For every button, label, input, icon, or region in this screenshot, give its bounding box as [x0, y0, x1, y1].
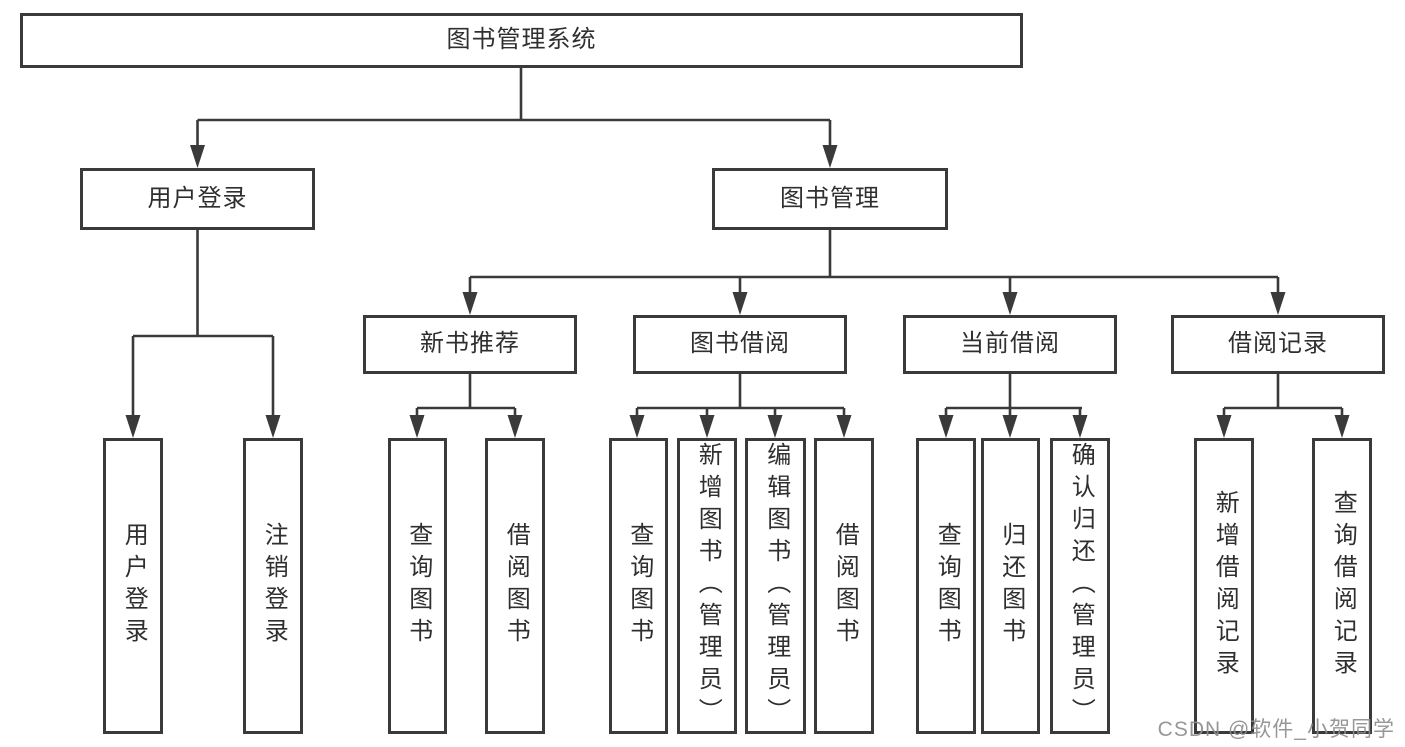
leaf-borrow-add-admin-label: 新增图书（管理员）	[694, 442, 722, 730]
leaf-current-query: 查询图书	[916, 438, 976, 734]
leaf-borrow-query-label: 查询图书	[625, 522, 653, 650]
leaf-newbook-query-label: 查询图书	[404, 522, 432, 650]
leaf-records-query-label: 查询借阅记录	[1329, 490, 1357, 682]
leaf-newbook-query: 查询图书	[388, 438, 447, 734]
leaf-current-confirm-admin-label: 确认归还（管理员）	[1067, 442, 1095, 730]
leaf-logout-label: 注销登录	[260, 522, 288, 650]
leaf-borrow-query: 查询图书	[609, 438, 668, 734]
node-book-borrow: 图书借阅	[633, 315, 847, 374]
leaf-newbook-borrow-label: 借阅图书	[502, 522, 530, 650]
leaf-logout: 注销登录	[243, 438, 303, 734]
node-root-label: 图书管理系统	[446, 26, 597, 54]
leaf-borrow-borrow-label: 借阅图书	[831, 522, 859, 650]
leaf-newbook-borrow: 借阅图书	[485, 438, 545, 734]
leaf-current-return: 归还图书	[981, 438, 1040, 734]
node-new-book-recommend: 新书推荐	[363, 315, 577, 374]
node-new-book-recommend-label: 新书推荐	[420, 330, 520, 358]
leaf-user-login: 用户登录	[103, 438, 163, 734]
leaf-records-add: 新增借阅记录	[1194, 438, 1254, 734]
leaf-borrow-add-admin: 新增图书（管理员）	[677, 438, 737, 734]
leaf-records-query: 查询借阅记录	[1312, 438, 1372, 734]
node-borrow-records-label: 借阅记录	[1228, 330, 1328, 358]
node-user-login: 用户登录	[80, 168, 315, 230]
node-user-login-label: 用户登录	[147, 184, 248, 212]
node-current-borrow-label: 当前借阅	[960, 330, 1060, 358]
node-book-borrow-label: 图书借阅	[690, 330, 790, 358]
node-borrow-records: 借阅记录	[1171, 315, 1385, 374]
node-current-borrow: 当前借阅	[903, 315, 1117, 374]
leaf-borrow-edit-admin: 编辑图书（管理员）	[745, 438, 806, 734]
leaf-borrow-borrow: 借阅图书	[814, 438, 874, 734]
node-book-management: 图书管理	[712, 168, 948, 230]
node-root: 图书管理系统	[20, 13, 1023, 68]
node-book-management-label: 图书管理	[780, 184, 880, 212]
watermark: CSDN @软件_小贺同学	[1157, 718, 1395, 741]
leaf-borrow-edit-admin-label: 编辑图书（管理员）	[762, 442, 790, 730]
leaf-current-return-label: 归还图书	[997, 522, 1025, 650]
leaf-records-add-label: 新增借阅记录	[1211, 490, 1239, 682]
leaf-current-confirm-admin: 确认归还（管理员）	[1050, 438, 1110, 734]
leaf-user-login-label: 用户登录	[120, 522, 148, 650]
leaf-current-query-label: 查询图书	[933, 522, 961, 650]
